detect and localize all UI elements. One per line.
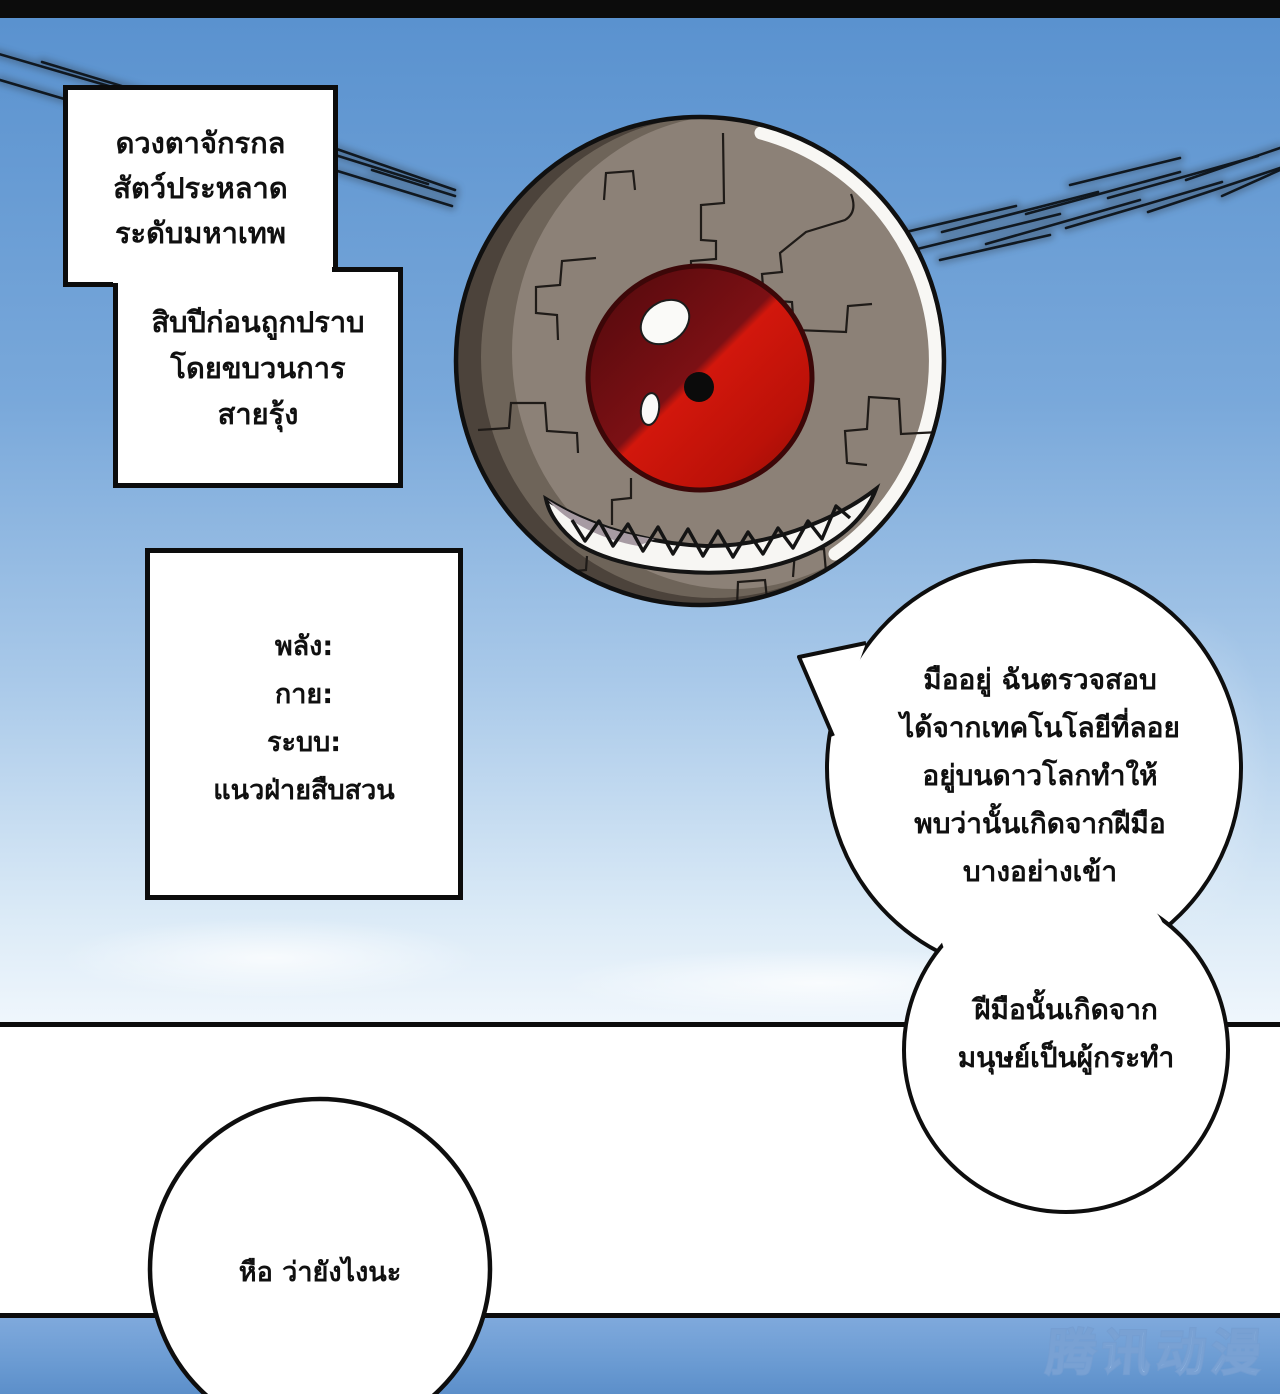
narration-text-bottom: สิบปีก่อนถูกปราบ โดยขบวนการ สายรุ้ง [113,299,403,437]
narration-text-top: ดวงตาจักรกล สัตว์ประหลาด ระดับมหาเทพ [63,121,338,256]
speech-text-main: มืออยู่ ฉันตรวจสอบ ได้จากเทคโนโลยีที่ลอย… [834,656,1246,896]
speech-line: หือ ว่ายังไงนะ [238,1257,402,1288]
speech-line: ฝีมือนั้นเกิดจาก [974,993,1158,1026]
panel-divider-line [0,1022,1280,1027]
speech-line: พบว่านั้นเกิดจากฝีมือ [914,807,1166,840]
bottom-panel-border [0,1313,1280,1318]
narration-box-top [63,85,338,287]
speech-text-bottom: หือ ว่ายังไงนะ [120,1249,520,1297]
top-black-bar [0,0,1280,18]
narration-line: สัตว์ประหลาด [113,171,288,205]
speech-line: มืออยู่ ฉันตรวจสอบ [923,663,1157,696]
tencent-comics-watermark: 腾讯动漫 [1043,1323,1270,1383]
stats-line: ระบบ: [266,727,342,758]
bottom-sky-band: 腾讯动漫 [0,1318,1280,1394]
speech-line: มนุษย์เป็นผู้กระทำ [957,1041,1175,1074]
narration-line: โดยขบวนการ [170,351,346,385]
stats-text: พลัง: กาย: ระบบ: แนวฝ่ายสืบสวน [145,623,463,815]
stats-box [145,548,463,900]
speech-line: บางอย่างเข้า [962,855,1118,888]
narration-line: สิบปีก่อนถูกปราบ [151,305,365,339]
narration-box-joint [113,266,332,283]
cloud-wisp [60,918,480,998]
narration-line: ดวงตาจักรกล [115,126,286,160]
narration-line: สายรุ้ง [217,397,299,431]
narration-line: ระดับมหาเทพ [114,216,287,250]
speech-line: อยู่บนดาวโลกทำให้ [922,759,1158,792]
stats-line: แนวฝ่ายสืบสวน [213,775,395,806]
speech-text-secondary: ฝีมือนั้นเกิดจาก มนุษย์เป็นผู้กระทำ [866,986,1266,1082]
stats-line: กาย: [274,679,334,710]
speech-line: ได้จากเทคโนโลยีที่ลอย [900,711,1180,744]
stats-line: พลัง: [274,631,334,662]
